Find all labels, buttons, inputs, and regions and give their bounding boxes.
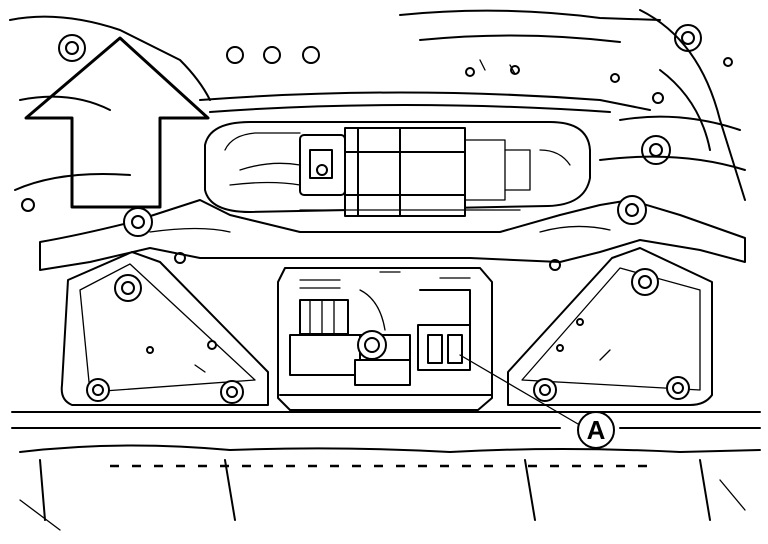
right-bracket [507, 247, 713, 406]
upper-body-panels [9, 9, 746, 201]
connector-module [277, 267, 493, 411]
callout-label: A [587, 415, 606, 445]
arrow-up-icon [24, 36, 210, 209]
left-bracket [60, 251, 269, 406]
callout-circle [577, 411, 615, 449]
callout-a: A [459, 354, 615, 449]
drive-motor-assembly [204, 121, 591, 217]
upper-holes [21, 24, 733, 212]
lower-sill [11, 411, 761, 531]
suspension-member [39, 195, 746, 271]
callout-leader-line [459, 354, 579, 425]
